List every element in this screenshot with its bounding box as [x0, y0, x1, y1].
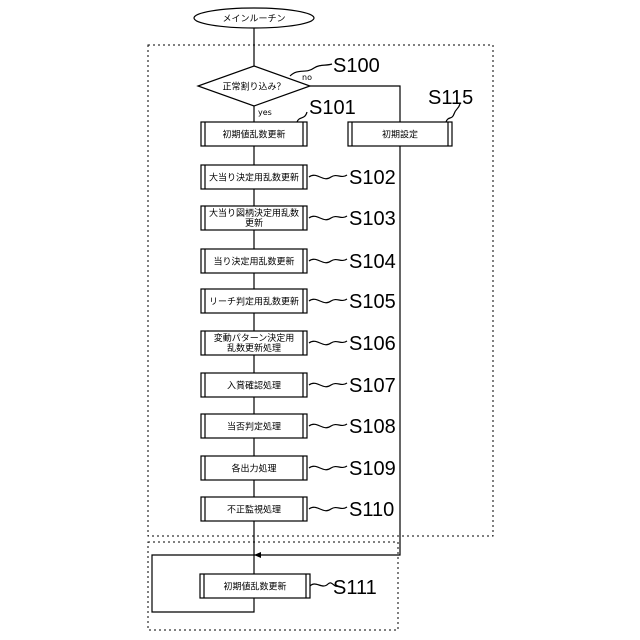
leader-s103 [309, 216, 347, 220]
step-s106-text-0: 変動パターン決定用 [214, 332, 295, 344]
step-s104: 当り決定用乱数更新 S104 [201, 249, 396, 273]
step-s110: 不正監視処理 S110 [201, 497, 394, 521]
step-s106: 変動パターン決定用乱数更新処理 S106 [201, 331, 396, 355]
leader-s110 [309, 507, 347, 511]
step-s109-text-0: 各出力処理 [231, 463, 276, 475]
step-s104-text-0: 当り決定用乱数更新 [213, 256, 294, 268]
step-s103: 大当り図柄決定用乱数更新 S103 [201, 206, 396, 230]
branch-no-label: no [302, 73, 312, 82]
label-s104-text: S104 [349, 251, 396, 273]
step-s110-text-0: 不正監視処理 [227, 504, 281, 516]
label-s108-text: S108 [349, 416, 396, 438]
label-s101-text: S101 [309, 97, 356, 119]
init-step-label: 初期設定 [382, 129, 418, 141]
leader-s109 [309, 466, 347, 470]
leader-s105 [309, 299, 347, 303]
label-s115: S115 [428, 87, 473, 122]
label-s109-text: S109 [349, 458, 396, 480]
start-label: メインルーチン [222, 14, 285, 25]
step-s108-text-0: 当否判定処理 [227, 421, 281, 433]
label-s115-text: S115 [428, 87, 473, 109]
label-s107-text: S107 [349, 375, 396, 397]
init-step: 初期設定 [348, 122, 452, 146]
step-s102-text-0: 大当り決定用乱数更新 [209, 172, 299, 184]
label-s100-text: S100 [333, 55, 380, 77]
step-s107-text-0: 入賞確認処理 [227, 380, 281, 392]
final-step-label: 初期値乱数更新 [223, 581, 286, 593]
merge-arrowhead [254, 552, 261, 558]
steps-layer: 初期値乱数更新 S101 大当り決定用乱数更新 S102 大当り図柄決定用乱数更新 S10… [201, 97, 396, 555]
branch-yes-label: yes [258, 108, 272, 117]
leader-s108 [309, 424, 347, 428]
label-s111-text: S111 [333, 577, 377, 599]
label-s111: S111 [310, 577, 377, 599]
step-s107: 入賞確認処理 S107 [201, 373, 396, 397]
step-s106-text-1: 乱数更新処理 [227, 342, 281, 354]
label-s110-text: S110 [349, 499, 394, 521]
label-s106-text: S106 [349, 333, 396, 355]
leader-s107 [309, 383, 347, 387]
step-s103-text-1: 更新 [245, 217, 263, 229]
leader-s104 [309, 259, 347, 263]
step-s101-text-0: 初期値乱数更新 [222, 129, 285, 141]
final-step: 初期値乱数更新 [200, 574, 310, 598]
step-s105-text-0: リーチ判定用乱数更新 [209, 296, 299, 308]
label-s103-text: S103 [349, 208, 396, 230]
step-s108: 当否判定処理 S108 [201, 414, 396, 438]
leader-s102 [309, 175, 347, 179]
step-s109: 各出力処理 S109 [201, 456, 396, 480]
step-s103-text-0: 大当り図柄決定用乱数 [209, 207, 299, 219]
leader-s106 [309, 341, 347, 345]
step-s102: 大当り決定用乱数更新 S102 [201, 165, 396, 189]
step-s101: 初期値乱数更新 S101 [201, 97, 356, 146]
decision-label: 正常割り込み？ [222, 81, 285, 93]
label-s102-text: S102 [349, 167, 396, 189]
step-s105: リーチ判定用乱数更新 S105 [201, 289, 396, 313]
label-s105-text: S105 [349, 291, 396, 313]
